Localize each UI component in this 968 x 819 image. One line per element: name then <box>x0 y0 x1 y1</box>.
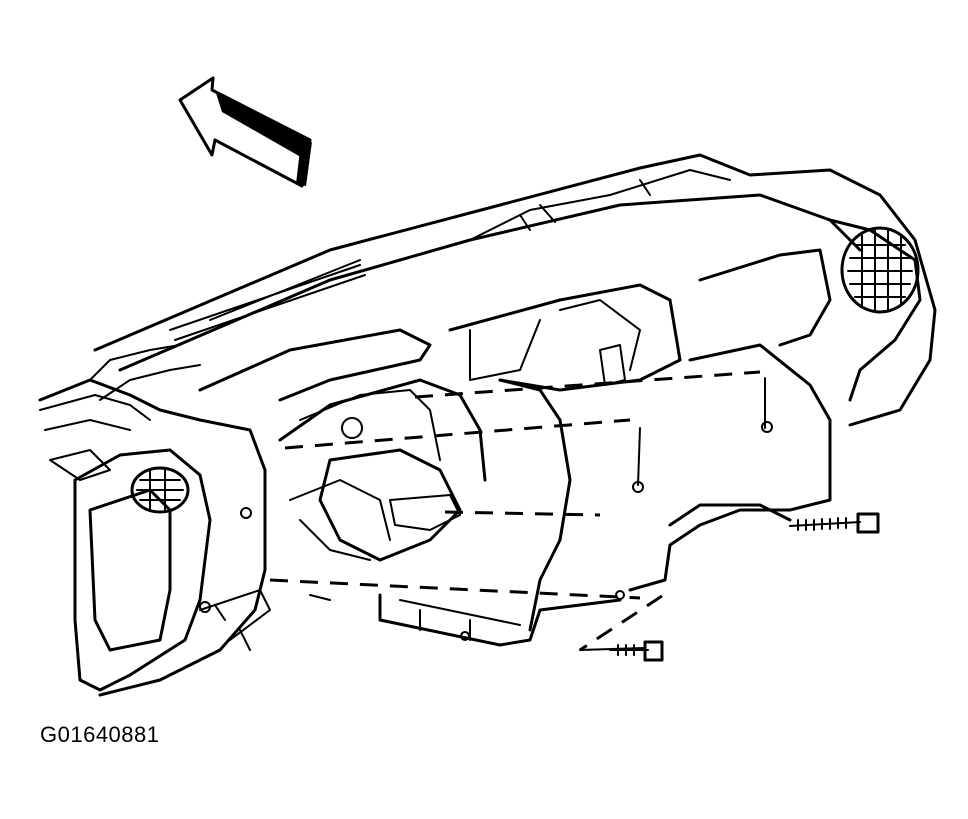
bolt-icon <box>789 512 880 534</box>
direction-arrow-icon <box>178 76 312 188</box>
right-air-vent <box>840 226 920 314</box>
bolt-icon <box>609 640 664 662</box>
figure-id-label: G01640881 <box>40 722 160 747</box>
left-air-vent <box>130 466 190 514</box>
fastener-leader-lines <box>269 370 766 652</box>
instrument-panel-outline <box>38 153 937 697</box>
